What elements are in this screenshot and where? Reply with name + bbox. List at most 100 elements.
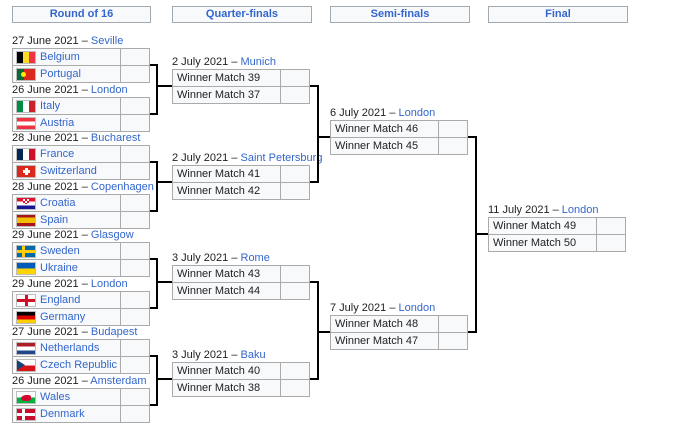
match-box: Winner Match 48 Winner Match 47 — [330, 315, 468, 350]
city-link[interactable]: Glasgow — [90, 229, 134, 241]
date-text: 3 July 2021 – — [172, 252, 241, 264]
date-text: 11 July 2021 – — [488, 204, 562, 216]
team-link[interactable]: Netherlands — [40, 342, 100, 354]
flag-spain-icon — [16, 213, 36, 227]
team-link[interactable]: England — [40, 294, 81, 306]
team-link[interactable]: Austria — [40, 117, 75, 129]
score-cell — [120, 309, 149, 325]
city-link[interactable]: Seville — [90, 35, 124, 47]
score-cell — [280, 87, 309, 103]
flag-czech-republic-icon — [16, 358, 36, 372]
team-row: Portugal — [13, 65, 149, 82]
match-date: 29 June 2021 – Glasgow — [12, 229, 150, 242]
team-link[interactable]: France — [40, 148, 75, 160]
match-r16-7: 27 June 2021 – Budapest Netherlands Czec… — [12, 326, 150, 374]
connector-line — [468, 331, 477, 333]
connector-line — [150, 355, 158, 357]
date-text: 29 June 2021 – — [12, 278, 91, 290]
team-link[interactable]: Czech Republic — [40, 359, 118, 371]
city-link[interactable]: London — [561, 204, 599, 216]
match-date: 6 July 2021 – London — [330, 107, 468, 120]
score-cell — [438, 333, 467, 349]
winner-placeholder: Winner Match 49 — [493, 220, 577, 232]
winner-placeholder: Winner Match 41 — [177, 168, 261, 180]
team-row: Winner Match 49 — [489, 218, 625, 234]
header-semi-finals: Semi-finals — [330, 6, 470, 23]
team-row: Winner Match 37 — [173, 86, 309, 103]
winner-placeholder: Winner Match 48 — [335, 318, 419, 330]
winner-placeholder: Winner Match 37 — [177, 89, 261, 101]
connector-line — [475, 136, 477, 333]
date-text: 27 June 2021 – — [12, 35, 91, 47]
team-row: Belgium — [13, 49, 149, 65]
team-link[interactable]: Spain — [40, 214, 69, 226]
connector-line — [150, 113, 158, 115]
match-date: 27 June 2021 – Seville — [12, 35, 150, 48]
team-link[interactable]: Ukraine — [40, 262, 78, 274]
team-link[interactable]: Sweden — [40, 245, 80, 257]
connector-line — [319, 136, 330, 138]
city-link[interactable]: London — [398, 302, 436, 314]
match-qf-2: 2 July 2021 – Saint Petersburg Winner Ma… — [172, 152, 322, 200]
connector-line — [150, 210, 158, 212]
score-cell — [280, 183, 309, 199]
match-date: 3 July 2021 – Baku — [172, 349, 310, 362]
connector-line — [477, 233, 488, 235]
city-link[interactable]: Bucharest — [90, 132, 141, 144]
city-link[interactable]: Saint Petersburg — [240, 152, 323, 164]
winner-placeholder: Winner Match 43 — [177, 268, 261, 280]
match-date: 3 July 2021 – Rome — [172, 252, 310, 265]
city-link[interactable]: London — [398, 107, 436, 119]
connector-line — [150, 64, 158, 66]
winner-placeholder: Winner Match 46 — [335, 123, 419, 135]
match-r16-6: 29 June 2021 – London England Germany — [12, 278, 150, 326]
score-cell — [280, 363, 309, 379]
date-text: 6 July 2021 – — [330, 107, 399, 119]
flag-netherlands-icon — [16, 341, 36, 355]
city-link[interactable]: Copenhagen — [90, 181, 154, 193]
team-row: Winner Match 50 — [489, 234, 625, 251]
team-link[interactable]: Portugal — [40, 68, 81, 80]
score-cell — [120, 146, 149, 162]
match-box: Croatia Spain — [12, 194, 150, 229]
score-cell — [120, 212, 149, 228]
match-box: Wales Denmark — [12, 388, 150, 423]
city-link[interactable]: London — [90, 84, 128, 96]
team-link[interactable]: Denmark — [40, 408, 85, 420]
city-link[interactable]: London — [90, 278, 128, 290]
team-row: France — [13, 146, 149, 162]
team-row: Winner Match 39 — [173, 70, 309, 86]
date-text: 7 July 2021 – — [330, 302, 399, 314]
city-link[interactable]: Munich — [240, 56, 276, 68]
city-link[interactable]: Amsterdam — [90, 375, 147, 387]
team-link[interactable]: Germany — [40, 311, 86, 323]
connector-line — [158, 281, 172, 283]
connector-line — [310, 85, 319, 87]
date-text: 28 June 2021 – — [12, 181, 91, 193]
connector-line — [310, 281, 319, 283]
flag-germany-icon — [16, 310, 36, 324]
score-cell — [438, 138, 467, 154]
team-link[interactable]: Belgium — [40, 51, 80, 63]
city-link[interactable]: Budapest — [90, 326, 138, 338]
team-link[interactable]: Italy — [40, 100, 61, 112]
flag-portugal-icon — [16, 67, 36, 81]
team-link[interactable]: Switzerland — [40, 165, 97, 177]
team-link[interactable]: Wales — [40, 391, 71, 403]
city-link[interactable]: Baku — [240, 349, 266, 361]
flag-denmark-icon — [16, 407, 36, 421]
city-link[interactable]: Rome — [240, 252, 270, 264]
match-date: 26 June 2021 – Amsterdam — [12, 375, 150, 388]
winner-placeholder: Winner Match 47 — [335, 335, 419, 347]
match-box: Italy Austria — [12, 97, 150, 132]
score-cell — [120, 292, 149, 308]
match-date: 2 July 2021 – Saint Petersburg — [172, 152, 322, 165]
header-final: Final — [488, 6, 628, 23]
match-date: 7 July 2021 – London — [330, 302, 468, 315]
score-cell — [120, 260, 149, 276]
match-r16-5: 29 June 2021 – Glasgow Sweden Ukraine — [12, 229, 150, 277]
flag-switzerland-icon — [16, 164, 36, 178]
match-r16-8: 26 June 2021 – Amsterdam Wales Denmark — [12, 375, 150, 423]
team-link[interactable]: Croatia — [40, 197, 76, 209]
